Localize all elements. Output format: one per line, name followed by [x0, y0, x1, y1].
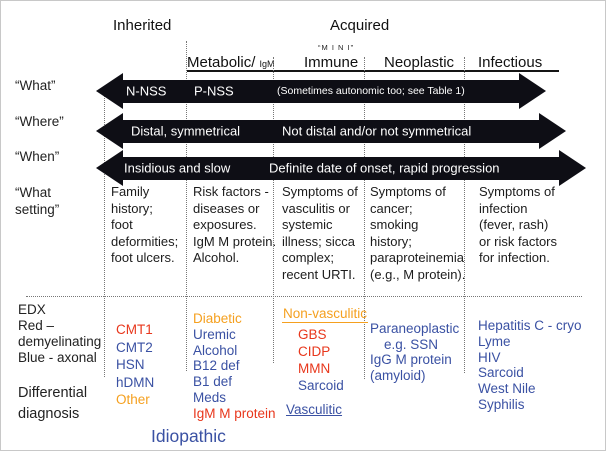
arrow-body: [123, 119, 539, 143]
dx-list-metabolic: Diabetic Uremic Alcohol B12 def B1 def M…: [193, 311, 276, 422]
dx-item: B12 def: [193, 358, 240, 374]
metabolic-label: Metabolic/: [187, 54, 256, 71]
dx-immune-nonvasculitic-header: Non-vasculitic: [283, 306, 368, 321]
dx-item: Lyme: [478, 333, 511, 349]
arrow-when-left-text: Insidious and slow: [124, 160, 231, 176]
divider-horizontal: [26, 296, 582, 297]
arrow-what-pnss: P-NSS: [194, 83, 234, 99]
dx-item: CMT2: [116, 339, 153, 355]
dx-item: Meds: [193, 389, 227, 405]
group-header-acquired: Acquired: [330, 17, 390, 34]
dx-item: Sarcoid: [478, 365, 524, 381]
dx-item: (amyloid): [370, 367, 426, 383]
group-header-inherited: Inherited: [113, 17, 172, 34]
arrow-body: [123, 156, 559, 180]
row-label-what: “What”: [15, 78, 56, 93]
dx-list-neoplastic: Paraneoplastic e.g. SSN IgG M protein (a…: [370, 321, 459, 383]
dx-item: West Nile: [478, 381, 536, 397]
metabolic-igm-subscript: IgM: [259, 59, 275, 69]
row-label-where: “Where”: [15, 114, 64, 129]
row-label-what-setting: “What setting”: [15, 185, 60, 217]
setting-inherited: Family history; foot deformities; foot u…: [111, 184, 179, 265]
setting-metabolic: Risk factors - diseases or exposures. Ig…: [193, 184, 277, 265]
arrow-where-right-text: Not distal and/or not symmetrical: [282, 123, 472, 139]
dx-list-infectious: Hepatitis C - cryo Lyme HIV Sarcoid West…: [478, 318, 582, 413]
arrow-left-head-icon: [96, 150, 123, 186]
dx-list-inherited: CMT1 CMT2 HSN hDMN Other: [116, 321, 154, 409]
arrow-right-head-icon: [539, 113, 566, 149]
arrow-left-head-icon: [96, 73, 123, 109]
arrow-where: Distal, symmetrical Not distal and/or no…: [96, 113, 566, 149]
dx-item: hDMN: [116, 374, 155, 390]
dx-item: e.g. SSN: [384, 336, 439, 352]
dx-item: Uremic: [193, 326, 236, 342]
row-label-when: “When”: [15, 149, 60, 164]
setting-neoplastic: Symptoms of cancer; smoking history; par…: [370, 184, 466, 282]
dx-item: Other: [116, 392, 150, 407]
arrow-when-right-text: Definite date of onset, rapid progressio…: [269, 160, 500, 176]
divider-vertical-2: [186, 41, 187, 371]
arrow-what: N-NSS P-NSS (Sometimes autonomic too; se…: [96, 73, 546, 109]
divider-vertical-4: [364, 57, 365, 379]
column-header-neoplastic: Neoplastic: [384, 54, 455, 71]
arrow-right-head-icon: [519, 73, 546, 109]
setting-infectious: Symptoms of infection (fever, rash) or r…: [479, 184, 558, 265]
dx-item: Diabetic: [193, 311, 242, 326]
dx-immune-vasculitic-header: Vasculitic: [286, 402, 343, 417]
arrow-right-head-icon: [559, 150, 586, 186]
dx-item: Hepatitis C - cryo: [478, 318, 582, 333]
dx-item: Paraneoplastic: [370, 321, 460, 336]
dx-item: Sarcoid: [298, 378, 344, 393]
dx-item: CIDP: [298, 344, 331, 359]
dx-item: CMT1: [116, 322, 153, 337]
arrow-left-head-icon: [96, 113, 123, 149]
arrow-body: [123, 79, 519, 103]
category-underline: [187, 70, 559, 72]
arrow-when: Insidious and slow Definite date of onse…: [96, 150, 586, 186]
row-label-differential-diagnosis: Differential diagnosis: [18, 385, 88, 422]
column-header-infectious: Infectious: [478, 54, 543, 71]
divider-vertical-1: [104, 87, 105, 377]
dx-item: MMN: [298, 361, 331, 376]
dx-idiopathic-label: Idiopathic: [151, 426, 226, 446]
column-header-metabolic: Metabolic/ IgM: [187, 54, 275, 71]
nonvasculitic-underline: [282, 322, 368, 323]
divider-vertical-5: [464, 57, 465, 373]
dx-item: Alcohol: [193, 342, 238, 358]
arrow-what-note: (Sometimes autonomic too; see Table 1): [277, 85, 465, 97]
dx-item: B1 def: [193, 374, 233, 390]
edx-legend: EDX Red – demyelinating Blue - axonal: [18, 302, 102, 365]
setting-immune: Symptoms of vasculitis or systemic illne…: [282, 184, 358, 282]
column-header-immune: Immune: [304, 54, 359, 71]
divider-vertical-3: [273, 57, 274, 363]
dx-item: HIV: [478, 349, 501, 365]
dx-item: IgM M protein: [193, 405, 276, 421]
mini-acronym-label: “M I N I”: [318, 43, 355, 52]
arrow-where-left-text: Distal, symmetrical: [131, 123, 241, 139]
dx-item: Syphilis: [478, 396, 525, 412]
dx-item: HSN: [116, 357, 145, 372]
dx-item: IgG M protein: [370, 352, 452, 367]
dx-item: GBS: [298, 327, 327, 342]
arrow-what-nnss: N-NSS: [126, 83, 167, 99]
dx-list-immune: GBS CIDP MMN Sarcoid: [298, 326, 344, 394]
